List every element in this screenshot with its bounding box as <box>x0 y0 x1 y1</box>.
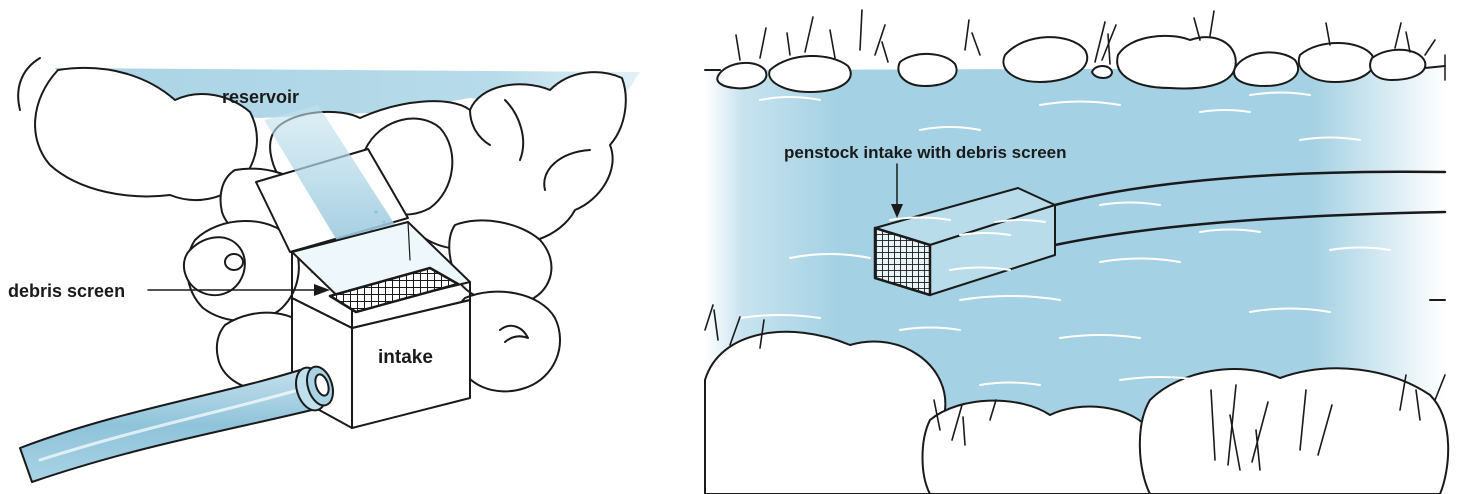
rock-icon <box>1299 43 1374 82</box>
rock-icon <box>1003 37 1087 82</box>
intake-label: intake <box>378 348 433 367</box>
right-panel <box>705 10 1448 494</box>
reservoir-label: reservoir <box>222 88 299 106</box>
rock-icon <box>18 58 40 110</box>
rock-icon <box>1140 368 1448 494</box>
rock-icon <box>1117 36 1236 89</box>
rock-icon <box>1370 50 1425 80</box>
rock-icon <box>225 254 243 270</box>
rock-icon <box>705 332 947 494</box>
rock-icon <box>898 54 956 86</box>
rock-icon <box>717 63 766 88</box>
debris-screen-label: debris screen <box>8 282 125 300</box>
left-panel <box>18 58 640 482</box>
rock-icon <box>1092 66 1112 78</box>
rock-icon <box>923 401 1162 494</box>
penstock-intake-label: penstock intake with debris screen <box>784 144 1066 161</box>
rock-icon <box>1234 52 1298 86</box>
rock-icon <box>769 56 851 92</box>
pipe-icon <box>20 370 320 482</box>
